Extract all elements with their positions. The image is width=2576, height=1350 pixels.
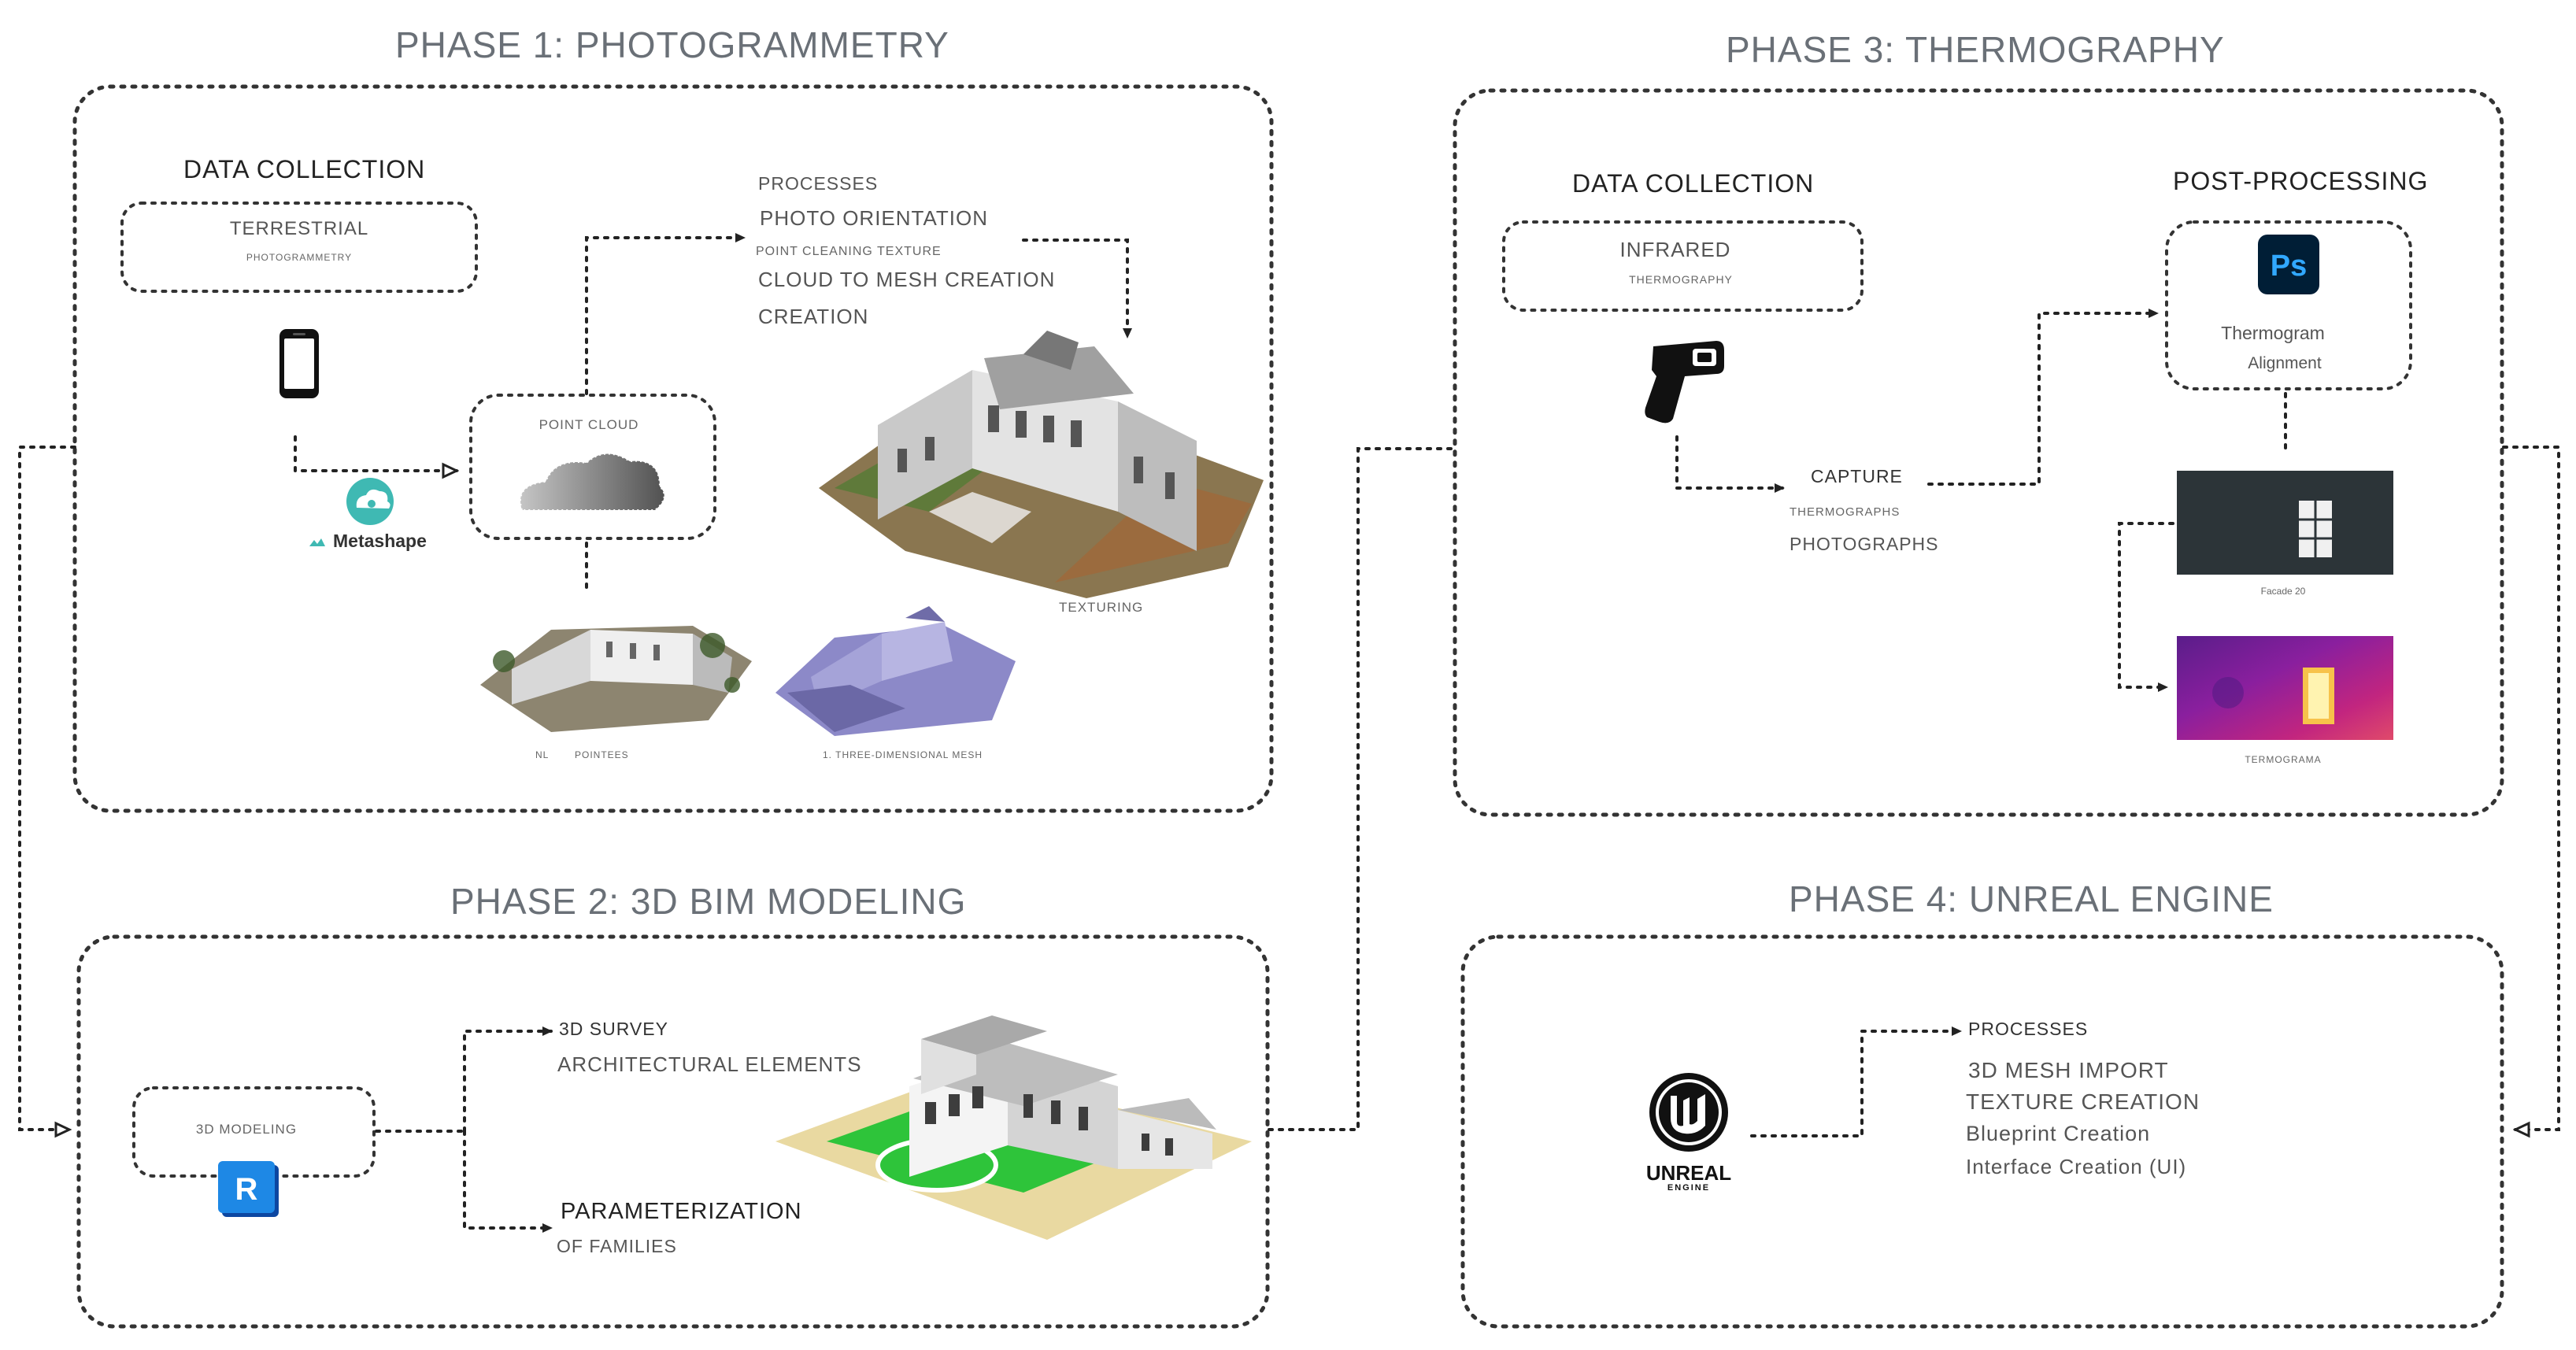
- phase4-processes-label: PROCESSES: [1968, 1019, 2089, 1039]
- phase3-frame: [1453, 88, 2504, 817]
- photographs-label: PHOTOGRAPHS: [1790, 534, 1939, 554]
- revit-logo-letter: R: [235, 1172, 258, 1207]
- capture-label: CAPTURE: [1811, 466, 1903, 486]
- parameterization-label: PARAMETERIZATION: [561, 1199, 802, 1224]
- photo-orientation-label: PHOTO ORIENTATION: [760, 206, 989, 230]
- connector-processes-to-model: [1022, 239, 1132, 338]
- phase1-title: PHASE 1: PHOTOGRAMMETRY: [395, 24, 949, 65]
- survey-label: 3D SURVEY: [559, 1019, 668, 1039]
- phase1-data-collection-label: DATA COLLECTION: [183, 155, 426, 183]
- phase3-data-collection-label: DATA COLLECTION: [1572, 169, 1815, 198]
- connector-to-parameterization: [463, 1130, 553, 1233]
- facade-caption: Facade 20: [2260, 586, 2306, 597]
- termograma-caption: TERMOGRAMA: [2245, 754, 2322, 765]
- infrared-label: INFRARED: [1619, 238, 1731, 261]
- point-cloud-model-icon: [480, 626, 752, 732]
- metashape-label: Metashape: [333, 531, 427, 551]
- photogrammetry-label: PHOTOGRAMMETRY: [246, 252, 353, 263]
- modeling-label: 3D MODELING: [195, 1122, 298, 1137]
- architectural-elements-label: ARCHITECTURAL ELEMENTS: [557, 1052, 862, 1076]
- cloud-to-mesh-label: CLOUD TO MESH CREATION: [758, 268, 1056, 291]
- connector-phone-to-cloud: [294, 435, 457, 471]
- creation-label: CREATION: [758, 305, 869, 328]
- metashape-logo-icon: [309, 478, 394, 546]
- interface-creation-label: Interface Creation (UI): [1966, 1155, 2187, 1178]
- terrestrial-label: TERRESTRIAL: [229, 218, 369, 239]
- thermogram-label: Thermogram: [2221, 323, 2325, 343]
- thermography-label: THERMOGRAPHY: [1629, 273, 1733, 286]
- texturing-label: TEXTURING: [1059, 600, 1144, 615]
- connector-cloud-to-processes: [585, 233, 746, 395]
- blueprint-creation-label: Blueprint Creation: [1966, 1122, 2151, 1145]
- connector-capture-to-post: [1927, 309, 2159, 486]
- terrestrial-box: [120, 202, 478, 293]
- connector-gun-to-capture: [1675, 435, 1785, 493]
- unreal-label: UNREAL: [1645, 1161, 1732, 1185]
- thermographs-label: THERMOGRAPHS: [1790, 505, 1901, 519]
- point-cloud-icon: [520, 453, 665, 511]
- post-processing-label: POST-PROCESSING: [2173, 167, 2429, 195]
- mesh-import-label: 3D MESH IMPORT: [1968, 1058, 2169, 1082]
- facade-image: [2177, 471, 2393, 575]
- phase3-title: PHASE 3: THERMOGRAPHY: [1726, 29, 2225, 70]
- connector-to-survey: [463, 1026, 553, 1133]
- bim-building-model-icon: [775, 1015, 1252, 1240]
- mesh-caption: 1. THREE-DIMENSIONAL MESH: [823, 749, 983, 760]
- connector-phase3-to-phase4: [2502, 446, 2560, 1130]
- phase2-frame: [76, 934, 1270, 1329]
- thermogram-image: [2177, 636, 2393, 740]
- connector-phase1-to-phase2: [18, 446, 76, 1130]
- smartphone-icon: [279, 329, 319, 398]
- families-label: OF FAMILIES: [557, 1236, 677, 1256]
- infrared-box: [1502, 220, 1864, 312]
- textured-building-model-icon: [819, 331, 1264, 598]
- revit-logo-icon: [218, 1161, 279, 1217]
- three-dimensional-mesh-icon: [775, 606, 1016, 736]
- alignment-label: Alignment: [2248, 354, 2322, 372]
- connector-unreal-to-processes: [1750, 1026, 1962, 1137]
- phase4-frame: [1460, 934, 2504, 1329]
- point-cloud-label: POINT CLOUD: [539, 417, 639, 432]
- point-cleaning-label: POINT CLEANING TEXTURE: [756, 245, 942, 258]
- connector-facade-to-thermo: [2118, 522, 2174, 692]
- phase4-title: PHASE 4: UNREAL ENGINE: [1789, 878, 2274, 919]
- unreal-engine-logo-icon: [1649, 1073, 1728, 1152]
- post-processing-box: [2165, 220, 2412, 390]
- engine-label: ENGINE: [1667, 1183, 1711, 1193]
- photoshop-logo-icon: [2258, 235, 2319, 294]
- processes-label: PROCESSES: [758, 173, 879, 194]
- point-cloud-caption-a: NL: [535, 749, 550, 760]
- photoshop-logo-text: Ps: [2271, 250, 2307, 283]
- thermal-camera-icon: [1645, 341, 1724, 423]
- point-cloud-box: [469, 394, 716, 540]
- connector-phase2-to-phase3: [1268, 447, 1456, 1131]
- point-cloud-caption-b: POINTEES: [575, 749, 629, 760]
- texture-creation-label: TEXTURE CREATION: [1966, 1089, 2200, 1114]
- phase2-title: PHASE 2: 3D BIM MODELING: [450, 881, 967, 922]
